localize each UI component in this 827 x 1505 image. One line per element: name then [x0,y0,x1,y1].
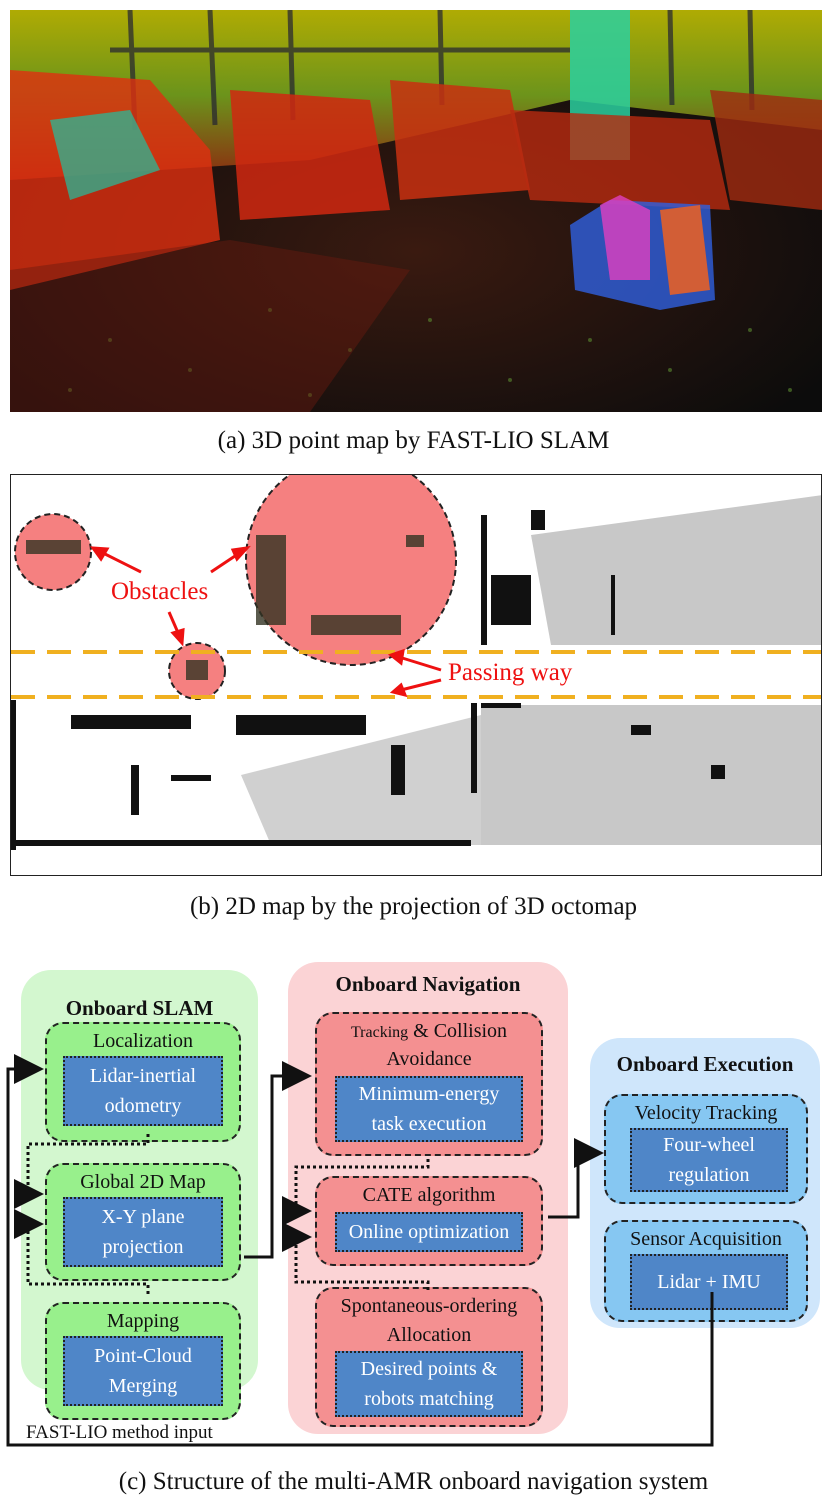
localization-module: Localization Lidar-inertial odometry [45,1022,241,1142]
cate-algorithm-module: CATE algorithm Online optimization [315,1176,543,1266]
allocation-to-cate-link [282,1222,430,1290]
velocity-title: Velocity Tracking [634,1102,778,1124]
octomap-render [11,475,821,850]
mapping-title: Mapping [106,1310,180,1332]
lidar-inertial-box: Lidar-inertial odometry [63,1056,223,1126]
global-map-title: Global 2D Map [80,1171,206,1193]
onboard-navigation-group: Onboard Navigation Tracking & Collision … [288,962,568,1434]
map-to-tracking-arrow [244,1061,312,1259]
onboard-navigation-title: Onboard Navigation [335,972,521,996]
point-cloud-merging-box: Point-Cloud Merging [63,1336,223,1406]
caption-a: (a) 3D point map by FAST-LIO SLAM [217,427,610,454]
onboard-execution-title: Onboard Execution [616,1052,794,1076]
tracking-title-line2: Avoidance [386,1048,472,1070]
xy-projection-box: X-Y plane projection [63,1197,223,1267]
passing-way-label: Passing way [448,659,573,686]
diagram-connectors [6,1054,714,1447]
cate-title: CATE algorithm [362,1184,496,1206]
onboard-execution-group: Onboard Execution Velocity Tracking Four… [590,1038,820,1328]
allocation-module: Spontaneous-ordering Allocation Desired … [315,1287,543,1427]
online-optimization-box: Online optimization [335,1212,523,1252]
sensor-title: Sensor Acquisition [630,1228,782,1250]
mapping-to-map-link [14,1209,150,1294]
tracking-to-cate-link [282,1159,430,1226]
desired-points-box: Desired points & robots matching [335,1351,523,1417]
obstacles-label: Obstacles [111,578,209,605]
four-wheel-box: Four-wheel regulation [630,1128,788,1192]
localization-title: Localization [93,1030,193,1052]
cate-to-velocity-arrow [548,1138,604,1219]
octomap-projection-image: Obstacles Passing way [10,474,822,876]
obstacle-circle [245,475,457,666]
allocation-title-line2: Allocation [386,1324,472,1346]
navigation-system-diagram: Onboard SLAM Localization Lidar-inertial… [0,960,827,1460]
caption-b: (b) 2D map by the projection of 3D octom… [189,893,638,920]
mapping-module: Mapping Point-Cloud Merging [45,1302,241,1420]
velocity-tracking-module: Velocity Tracking Four-wheel regulation [604,1094,808,1204]
tracking-title: Tracking & Collision [350,1020,508,1042]
sensor-acquisition-module: Sensor Acquisition Lidar + IMU [604,1220,808,1322]
global-2d-map-module: Global 2D Map X-Y plane projection [45,1163,241,1281]
onboard-slam-title: Onboard SLAM [65,996,214,1020]
feedback-loop-arrow [6,1054,714,1447]
point-cloud-render [10,10,822,412]
caption-c: (c) Structure of the multi-AMR onboard n… [118,1468,709,1495]
onboard-slam-group: Onboard SLAM Localization Lidar-inertial… [21,970,258,1420]
fast-lio-input-label: FAST-LIO method input [26,1422,213,1443]
tracking-collision-module: Tracking & Collision Avoidance Minimum-e… [315,1012,543,1156]
minimum-energy-box: Minimum-energy task execution [335,1076,523,1142]
allocation-title-line1: Spontaneous-ordering [340,1295,518,1317]
localization-to-map-link [14,1134,150,1209]
lidar-imu-box: Lidar + IMU [630,1254,788,1310]
point-cloud-map-image [10,10,822,412]
